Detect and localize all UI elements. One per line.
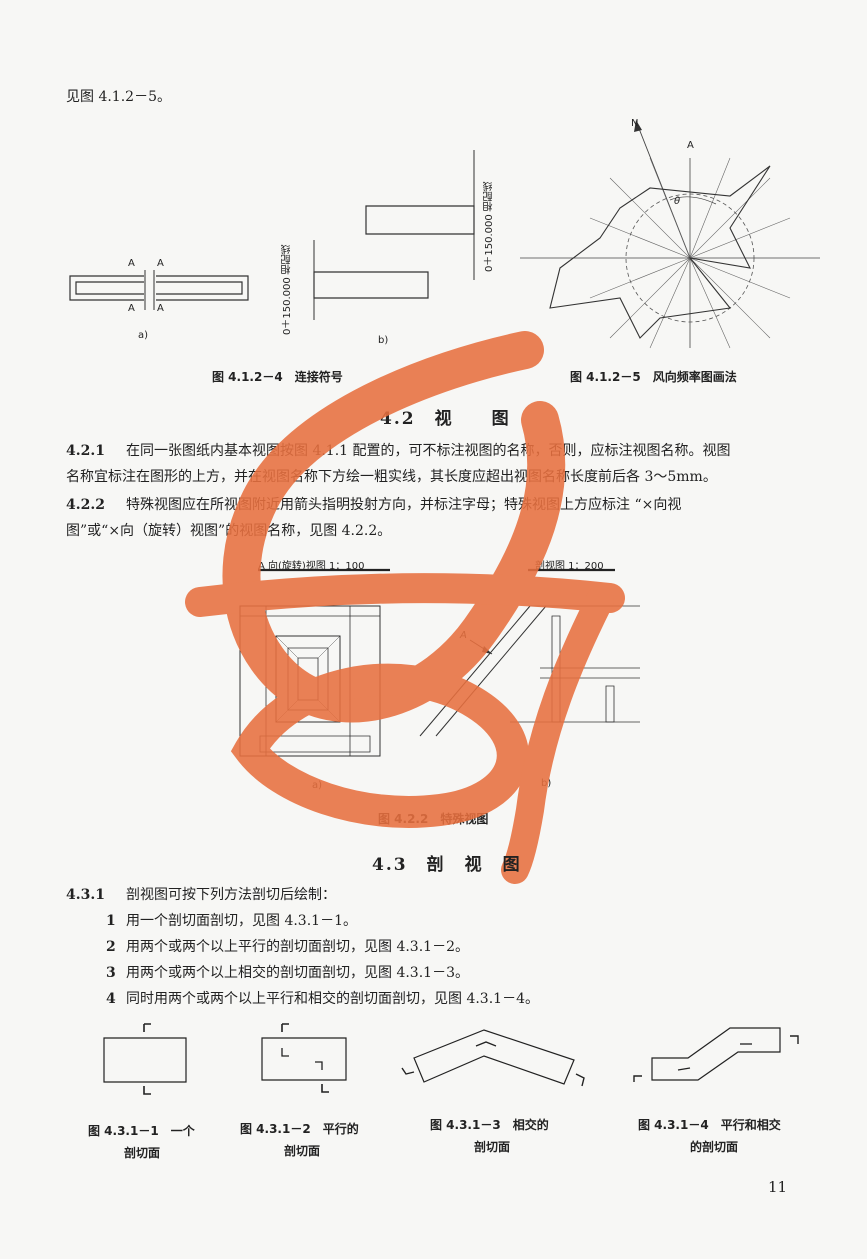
figure-caption: 图 4.1.2－5 风向频率图画法: [570, 370, 737, 384]
list-item-number: 2: [106, 939, 116, 955]
sub-label-b: b): [378, 335, 389, 346]
figure-caption: 剖切面: [284, 1144, 321, 1158]
fig-4-3-1-3-drawing: [396, 1016, 596, 1096]
figure-caption: 图 4.3.1－4 平行和相交: [638, 1118, 781, 1132]
sub-label-a: a): [138, 330, 149, 341]
fig-4-1-2-4b-drawing: [300, 150, 500, 330]
intro-line: 见图 4.1.2－5。: [66, 89, 171, 105]
view-title-a: A 向(旋转)视图 1：100: [258, 561, 365, 572]
list-item: 同时用两个或两个以上平行和相交的剖切面剖切，见图 4.3.1－4。: [126, 991, 539, 1007]
a-label: A: [687, 140, 694, 151]
label-a: A: [157, 258, 164, 269]
chainage-label-right: 0＋150.000 相配线: [484, 181, 495, 272]
theta-label: θ: [674, 196, 681, 207]
fig-4-3-1-2-drawing: [258, 1020, 358, 1100]
list-item: 用一个剖切面剖切，见图 4.3.1－1。: [126, 913, 357, 929]
figure-caption: 的剖切面: [690, 1140, 739, 1154]
fig-4-1-2-5-wind-rose: [520, 120, 820, 348]
north-label: N: [631, 118, 639, 129]
chainage-label-left: 0＋150.000 相配线: [282, 244, 293, 335]
clause-number: 4.2.2: [66, 497, 105, 513]
view-title-b: 剖视图 1：200: [535, 561, 604, 572]
list-item-number: 1: [106, 913, 116, 929]
list-item-number: 4: [106, 991, 116, 1007]
figure-caption: 图 4.3.1－2 平行的: [240, 1122, 359, 1136]
paragraph-line: 剖视图可按下列方法剖切后绘制：: [126, 887, 336, 903]
label-a: A: [128, 258, 135, 269]
section-heading: 4.3 剖 视 图: [372, 855, 522, 875]
figure-caption: 图 4.3.1－1 一个: [88, 1124, 195, 1138]
stamp-seal: [180, 330, 660, 870]
section-heading: 4.2 视 图: [380, 409, 511, 429]
label-a: A: [128, 303, 135, 314]
fig-4-1-2-4a-drawing: [66, 270, 256, 320]
clause-number: 4.3.1: [66, 887, 105, 903]
figure-caption: 图 4.1.2－4 连接符号: [212, 370, 343, 384]
fig-4-3-1-4-drawing: [630, 1014, 810, 1094]
list-item: 用两个或两个以上平行的剖切面剖切，见图 4.3.1－2。: [126, 939, 469, 955]
figure-caption: 图 4.3.1－3 相交的: [430, 1118, 549, 1132]
label-a: A: [157, 303, 164, 314]
figure-caption: 剖切面: [474, 1140, 511, 1154]
fig-4-3-1-1-drawing: [98, 1020, 198, 1100]
list-item-number: 3: [106, 965, 116, 981]
figure-caption: 剖切面: [124, 1146, 161, 1160]
list-item: 用两个或两个以上相交的剖切面剖切，见图 4.3.1－3。: [126, 965, 469, 981]
page-number: 11: [768, 1178, 788, 1196]
clause-number: 4.2.1: [66, 443, 105, 459]
